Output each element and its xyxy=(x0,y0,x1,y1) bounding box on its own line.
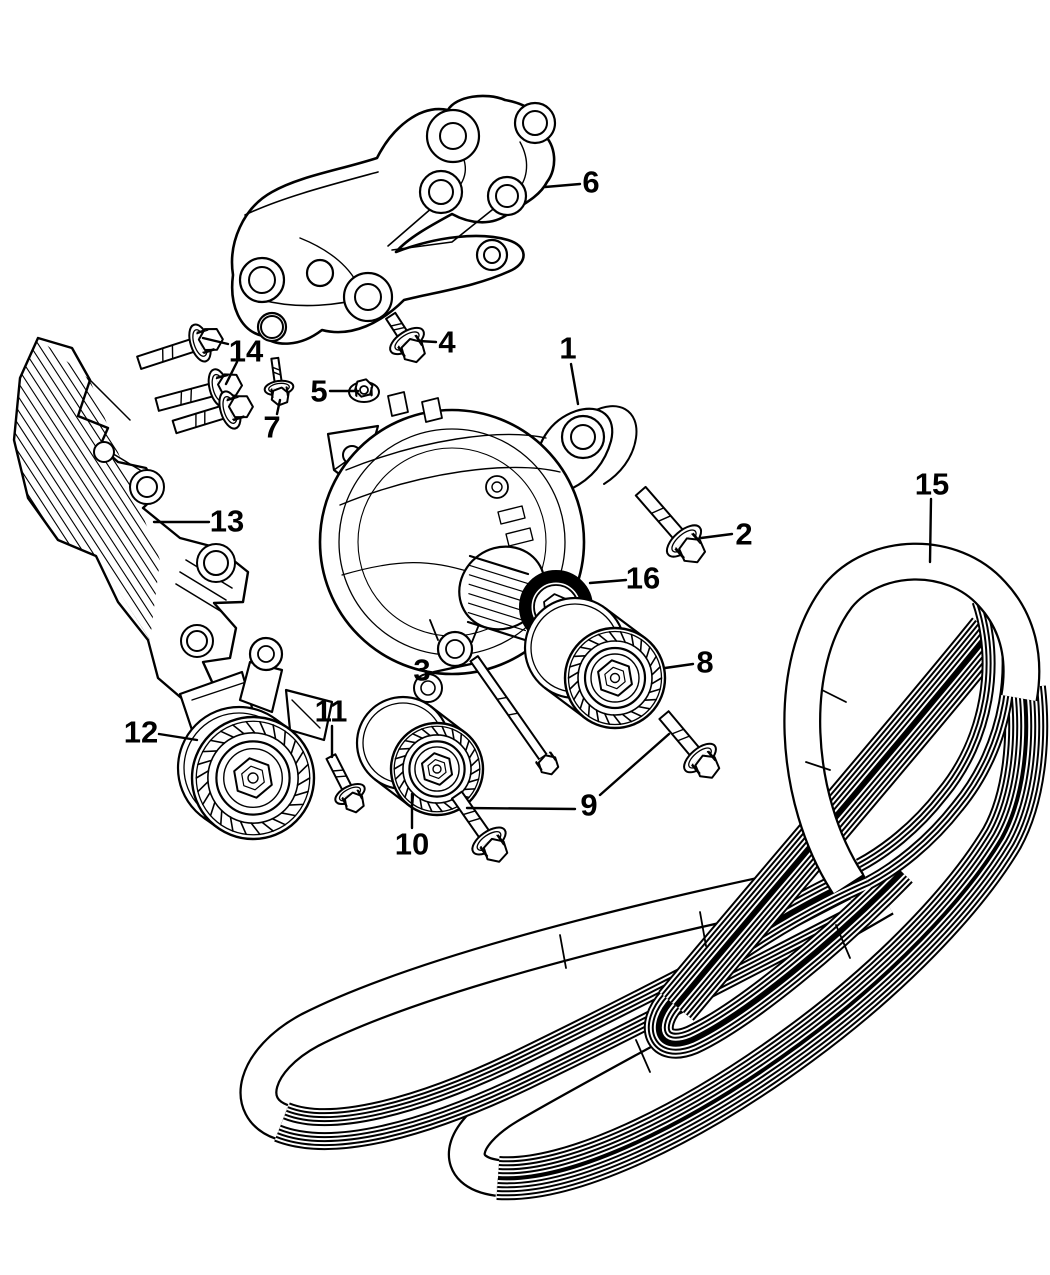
serpentine-belt xyxy=(239,542,1049,1201)
callout-16: 16 xyxy=(588,561,660,596)
callout-label-11: 11 xyxy=(315,694,348,729)
callout-label-12: 12 xyxy=(124,715,158,750)
mounting-bracket-upper xyxy=(230,94,557,345)
leader-line xyxy=(465,806,577,811)
callout-label-14: 14 xyxy=(229,334,264,369)
leader-line xyxy=(201,336,230,346)
callout-5: 5 xyxy=(310,374,360,409)
leader-line xyxy=(663,662,695,670)
callout-12: 12 xyxy=(124,715,199,750)
callout-label-4: 4 xyxy=(438,325,456,360)
callout-label-8: 8 xyxy=(696,645,713,680)
callout-10: 10 xyxy=(395,792,429,862)
leader-line xyxy=(699,532,734,540)
callout-label-5: 5 xyxy=(310,374,327,409)
leader-line xyxy=(598,732,671,797)
callout-label-1: 1 xyxy=(559,331,576,366)
callout-6: 6 xyxy=(543,165,600,200)
callout-label-9: 9 xyxy=(580,788,597,823)
callout-1: 1 xyxy=(559,331,580,406)
callout-15: 15 xyxy=(915,467,949,564)
callout-9: 9 xyxy=(465,732,671,823)
callout-14: 14 xyxy=(201,334,264,386)
callout-7: 7 xyxy=(263,398,282,445)
callout-2: 2 xyxy=(699,517,753,552)
callout-3: 3 xyxy=(413,653,473,688)
callout-label-2: 2 xyxy=(735,517,752,552)
idler-pulley-lower xyxy=(355,695,485,817)
leader-line xyxy=(224,360,239,386)
callout-label-13: 13 xyxy=(210,504,244,539)
callout-label-15: 15 xyxy=(915,467,949,502)
callout-8: 8 xyxy=(663,645,714,680)
callout-label-6: 6 xyxy=(582,165,599,200)
leader-line xyxy=(569,362,580,406)
callout-4: 4 xyxy=(417,325,456,360)
belt-tensioner xyxy=(176,636,334,841)
leader-line xyxy=(417,339,438,344)
idler-pulley-upper xyxy=(523,596,667,730)
callout-label-16: 16 xyxy=(626,561,660,596)
leader-line xyxy=(543,182,582,189)
leader-line xyxy=(157,732,199,742)
callout-label-3: 3 xyxy=(413,653,430,688)
leader-line xyxy=(588,578,628,585)
callout-11: 11 xyxy=(315,694,348,759)
fasteners xyxy=(136,311,721,863)
alternator xyxy=(318,391,638,703)
callout-label-10: 10 xyxy=(395,827,429,862)
leader-line xyxy=(275,398,282,416)
callout-13: 13 xyxy=(152,504,244,539)
callout-label-7: 7 xyxy=(263,410,280,445)
leader-line xyxy=(432,662,473,674)
leader-line xyxy=(928,497,933,564)
